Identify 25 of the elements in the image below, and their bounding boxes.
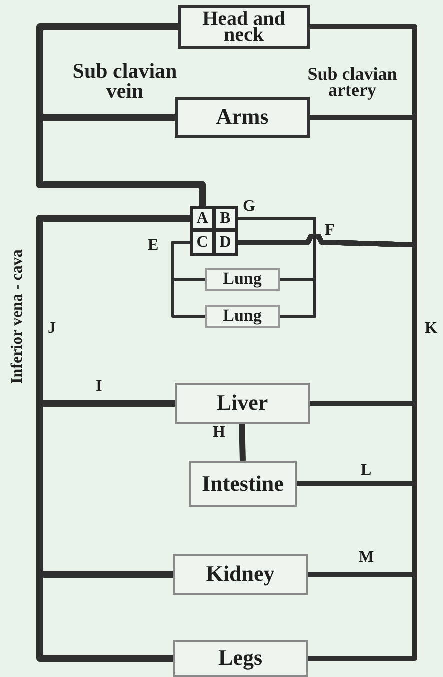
letter-label: L bbox=[361, 462, 372, 480]
organ-box: Legs bbox=[173, 640, 308, 677]
organ-box: Head and neck bbox=[178, 5, 310, 49]
organ-box: Lung bbox=[205, 305, 280, 328]
blood-vessel-line bbox=[172, 241, 205, 318]
organ-box: Liver bbox=[175, 383, 310, 424]
vessel-label: Sub clavian artery bbox=[306, 66, 398, 98]
letter-label: H bbox=[213, 424, 226, 442]
blood-vessel-line bbox=[240, 424, 246, 462]
letter-label: G bbox=[243, 198, 256, 216]
letter-label: K bbox=[425, 320, 438, 338]
letter-label: I bbox=[96, 378, 102, 396]
organ-box: Intestine bbox=[189, 461, 297, 507]
organ-box: Arms bbox=[175, 97, 310, 138]
organ-box: Kidney bbox=[173, 554, 308, 595]
heart-chamber: B bbox=[213, 206, 238, 231]
organ-box: Lung bbox=[205, 268, 280, 291]
letter-label: J bbox=[48, 320, 56, 338]
blood-vessel-line bbox=[238, 217, 316, 318]
letter-label: F bbox=[325, 222, 335, 240]
letter-label: E bbox=[148, 237, 159, 255]
letter-label: M bbox=[359, 549, 374, 567]
heart-chamber: D bbox=[213, 229, 238, 256]
heart-chamber: C bbox=[190, 229, 215, 256]
vessel-label: Inferior vena - cava bbox=[9, 248, 27, 386]
